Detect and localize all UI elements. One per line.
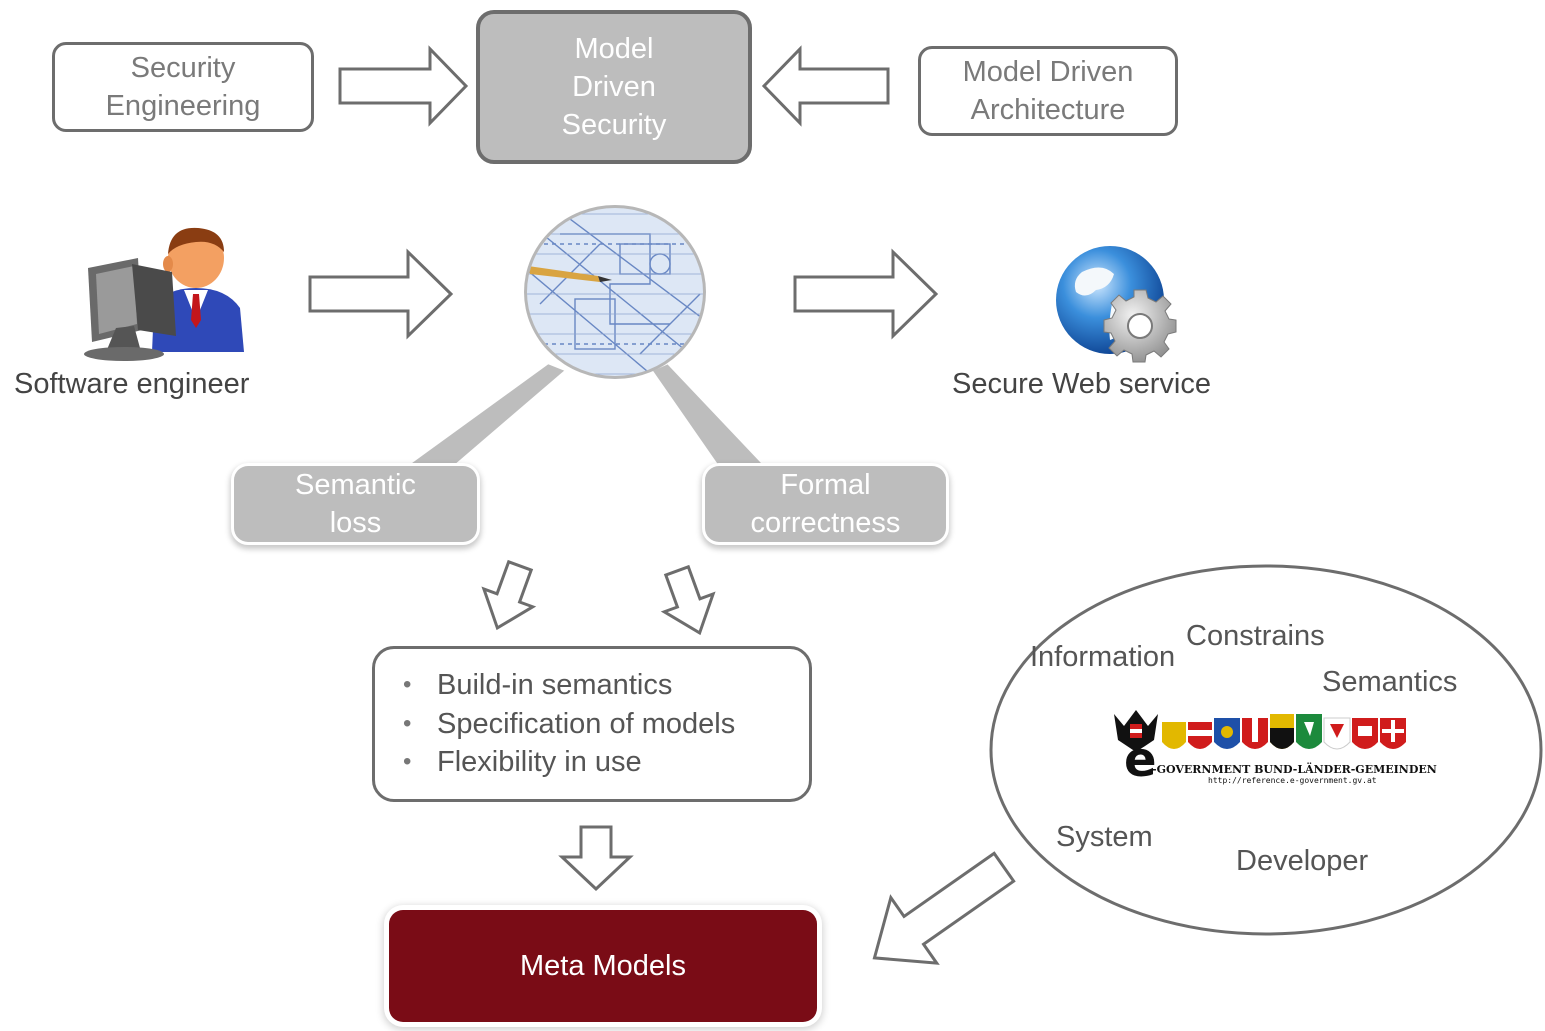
logo-url: http://reference.e-government.gv.at bbox=[1208, 776, 1377, 785]
meta-models-box: Meta Models bbox=[389, 910, 817, 1022]
arrow-down-left-into-requirements bbox=[481, 559, 537, 631]
globe-gear-icon bbox=[1056, 246, 1177, 363]
arrow-right-security-to-mds bbox=[338, 45, 469, 127]
requirements-box: Build-in semantics Specification of mode… bbox=[372, 646, 812, 802]
software-engineer-icon bbox=[84, 227, 244, 361]
model-driven-security-box: Model Driven Security bbox=[476, 10, 752, 164]
ellipse-word-developer: Developer bbox=[1236, 845, 1369, 877]
coats-of-arms-icon bbox=[1114, 710, 1406, 752]
semantic-loss-callout: Semantic loss bbox=[234, 466, 477, 542]
requirement-item: Specification of models bbox=[403, 705, 735, 744]
ellipse-word-system: System bbox=[1056, 821, 1153, 853]
arrow-down-right-into-requirements bbox=[660, 564, 716, 636]
ellipse-word-semantics: Semantics bbox=[1322, 666, 1458, 698]
requirement-item: Flexibility in use bbox=[403, 743, 735, 782]
ellipse-word-information: Information bbox=[1030, 641, 1176, 673]
software-engineer-label: Software engineer bbox=[14, 368, 250, 400]
security-engineering-box: Security Engineering bbox=[52, 42, 314, 132]
context-ellipse bbox=[989, 564, 1543, 936]
logo-caption: -GOVERNMENT BUND-LÄNDER-GEMEINDEN bbox=[1152, 763, 1437, 776]
arrow-down-into-meta-models bbox=[558, 825, 634, 892]
model-driven-architecture-box: Model Driven Architecture bbox=[918, 46, 1178, 136]
arrow-from-context-to-meta-models bbox=[872, 851, 1016, 965]
logo-e-letter: e bbox=[1124, 732, 1157, 788]
ellipse-word-constrains: Constrains bbox=[1186, 620, 1325, 652]
requirements-list: Build-in semantics Specification of mode… bbox=[375, 666, 735, 782]
egovernment-logo: e -GOVERNMENT BUND-LÄNDER-GEMEINDEN http… bbox=[1106, 700, 1437, 796]
arrow-right-engineer-to-blueprint bbox=[308, 248, 454, 340]
formal-correctness-callout: Formal correctness bbox=[705, 466, 946, 542]
blueprint-image bbox=[524, 205, 706, 379]
arrow-left-architecture-to-mds bbox=[761, 45, 890, 127]
secure-web-service-label: Secure Web service bbox=[952, 368, 1211, 400]
arrow-right-blueprint-to-service bbox=[793, 248, 939, 340]
requirement-item: Build-in semantics bbox=[403, 666, 735, 705]
